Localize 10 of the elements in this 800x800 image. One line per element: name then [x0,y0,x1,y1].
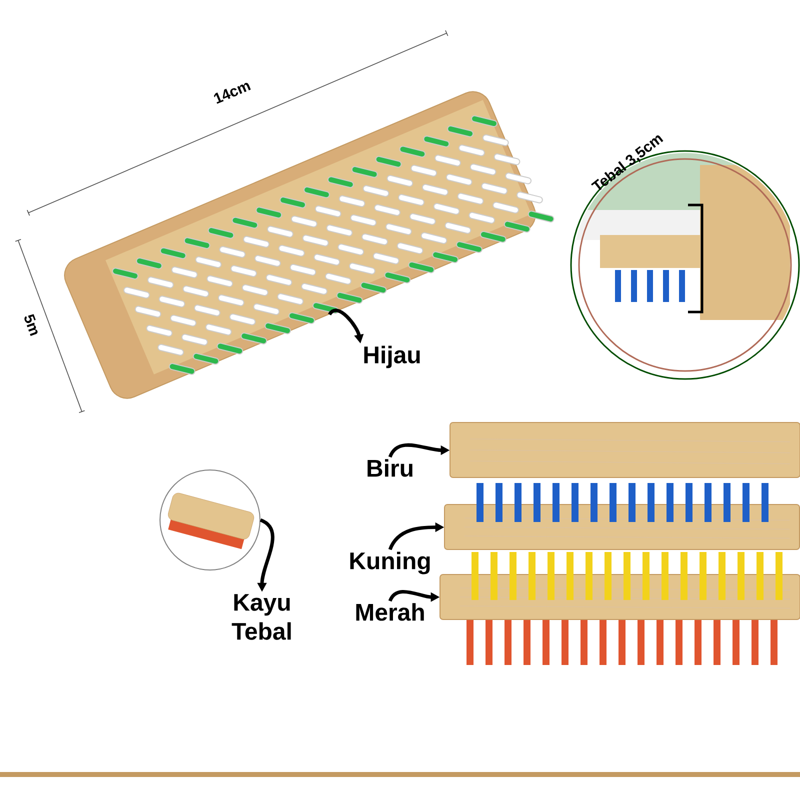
label-text: Kuning [350,552,430,574]
dimension-label: 14cm [214,82,251,104]
brush-drawing [444,504,800,600]
brush-drawing [440,574,800,665]
dimension-label: 5m [24,314,38,336]
label-text: Biru [368,459,412,477]
brush-drawing [450,422,800,522]
label-text: Hijau [364,346,420,368]
label-text: Merah [356,603,424,621]
label-text: Kayu Tebal [232,594,291,640]
